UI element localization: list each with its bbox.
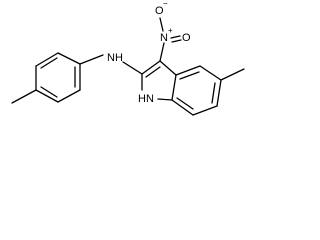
benzo-double-bond (179, 71, 200, 80)
amine-h-symbol: H (115, 52, 123, 64)
atom-label-nitro-n: N + (160, 26, 173, 44)
atom-label-nitro-o-top: O − (155, 0, 168, 17)
tolyl-bond (35, 52, 59, 67)
nitro-n-symbol: N (160, 32, 168, 44)
amine-c2-bond (122, 61, 143, 75)
tolyl-double-bond (40, 57, 58, 69)
amine-n-symbol: N (107, 52, 115, 64)
nitro-o-top-charge: − (163, 0, 168, 8)
c2-c3-bond (141, 60, 161, 75)
tolyl-methyl-bond (11, 89, 37, 104)
benzo-ring (171, 65, 222, 116)
nitro-o-side-double-bond (171, 39, 182, 43)
tolyl-ring (35, 52, 81, 103)
nitro-o-top-bond (159, 17, 164, 32)
tolyl-double-bond (40, 86, 58, 98)
tolyl-bond (57, 89, 81, 103)
c3a-c7a-bond (171, 74, 177, 101)
ring-h-symbol: H (138, 93, 146, 105)
nitro-n-charge: + (168, 26, 173, 35)
ring-n-symbol: N (146, 93, 154, 105)
atom-label-ring-nh: H N (138, 93, 154, 105)
indole-methyl-bond (220, 68, 245, 81)
c7a-n1-bond (157, 98, 173, 101)
c3-c3a-bond (159, 60, 177, 76)
tolyl-bond (35, 89, 59, 103)
benzo-bond (199, 65, 222, 81)
benzo-bond (175, 65, 201, 76)
atom-label-amine-n: N H (107, 52, 123, 64)
benzo-double-bond (176, 97, 194, 110)
tolyl-amine-bond (79, 54, 104, 65)
tolyl-bond (57, 52, 81, 65)
pyrrole-ring (141, 60, 177, 101)
c3-nitro-bond (159, 42, 165, 62)
nitro-o-top-symbol: O (155, 5, 164, 17)
nitro-o-side-double-bond (170, 35, 181, 39)
benzo-double-bond (211, 82, 216, 104)
benzo-bond (171, 99, 194, 116)
c2-c3-double-bond (145, 66, 161, 78)
nitro-o-side-symbol: O (182, 32, 191, 44)
benzo-bond (216, 79, 222, 107)
atom-label-nitro-o-side: O (182, 32, 191, 44)
chemical-structure-diagram: N H N + O − O H N (11, 0, 245, 116)
benzo-bond (192, 105, 218, 116)
